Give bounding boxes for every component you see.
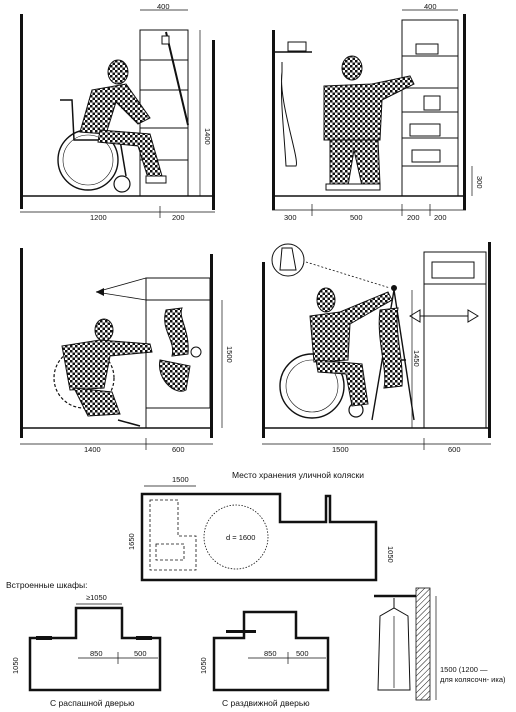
- dim-p2-bottom-d: 200: [434, 213, 447, 222]
- storage-title: Место хранения уличной коляски: [232, 470, 364, 480]
- dim-p2-top: 400: [424, 2, 437, 11]
- storage-left-label: 1650: [127, 533, 136, 550]
- plan-outline: [28, 606, 162, 692]
- dim-p4-height: 1450: [412, 350, 421, 367]
- swing-caption: С распашной дверью: [50, 698, 135, 708]
- panel-standing-wardrobe-reach: 400 300 300 500 200 200: [272, 2, 484, 222]
- cabinet: [145, 277, 211, 409]
- wall-right: [212, 40, 215, 210]
- folded-wheelchair-outline: [149, 499, 197, 571]
- sliding-caption: С раздвижной дверью: [222, 698, 310, 708]
- person-seated-reaching-icon: [309, 287, 393, 407]
- reacher-tool-inset: [271, 243, 305, 277]
- wall-left: [272, 30, 275, 210]
- person-seated-icon: [79, 59, 167, 184]
- panel-wheelchair-reach-with-aid: 1450 1500 600: [262, 242, 491, 454]
- hanger-section: 1500 (1200 — для колясочн- ика): [374, 587, 506, 701]
- sliding-side-label: 1050: [199, 657, 208, 674]
- dim-p2-bottom-c: 200: [407, 213, 420, 222]
- wall-left: [20, 248, 23, 438]
- wall-hatched: [415, 587, 431, 701]
- arrow-right-icon: [467, 309, 479, 323]
- arrow-left-icon: [409, 309, 421, 323]
- shelving-unit: [401, 19, 459, 197]
- builtin-top-label: ≥1050: [86, 593, 107, 602]
- swing-dim-a: 850: [90, 649, 103, 658]
- dim-p2-bottom-b: 500: [350, 213, 363, 222]
- person-standing-icon: [323, 55, 415, 191]
- builtin-title: Встроенные шкафы:: [6, 580, 88, 590]
- wall-left: [262, 262, 265, 438]
- storage-outline: [140, 492, 378, 582]
- person-reaching-icon: [61, 318, 153, 417]
- dim-p1-top: 400: [157, 2, 170, 11]
- shelf-box-icon: [431, 261, 475, 279]
- cabinet-door-open: [165, 31, 189, 126]
- storage-right-label: 1050: [386, 546, 395, 563]
- reacher-tool-icon: [279, 247, 297, 271]
- hanger-label-line1: 1500 (1200 —: [440, 665, 488, 674]
- panel-wheelchair-front-access: 400 1400 1200 200: [20, 2, 215, 222]
- hanging-clothes-icon: [159, 307, 202, 392]
- storage-width-label: 1500: [172, 475, 189, 484]
- wardrobe: [423, 251, 487, 429]
- wall-right: [463, 14, 466, 210]
- dim-p1-height: 1400: [203, 128, 212, 145]
- plan-outline: [212, 610, 330, 692]
- sliding-door-panel: [226, 630, 256, 633]
- coat-hanger-icon: [280, 62, 297, 167]
- sliding-dim-a: 850: [264, 649, 277, 658]
- hanging-garment-icon: [378, 307, 403, 389]
- dim-p3-height: 1500: [225, 346, 234, 363]
- turning-circle: [203, 504, 269, 570]
- arrow-left-icon: [96, 288, 104, 296]
- dim-p2-right: 300: [475, 176, 484, 189]
- reach-range-lines: [95, 277, 147, 301]
- storage-plan: Место хранения уличной коляски 1500 d = …: [127, 470, 395, 582]
- storage-circle-label: d = 1600: [226, 533, 255, 542]
- shoes-icon: [411, 149, 441, 163]
- plan-swing-door: 850 500 1050 С распашной дверью: [11, 606, 162, 708]
- dim-p3-bottom-left: 1400: [84, 445, 101, 454]
- wheelchair-wheel-icon: [279, 353, 345, 419]
- dim-p4-bottom-left: 1500: [332, 445, 349, 454]
- wall-right: [488, 242, 491, 438]
- plan-sliding-door: 850 500 1050 С раздвижной дверью: [199, 610, 330, 708]
- panel-wheelchair-side-reach: 1500 1400 600: [20, 248, 234, 454]
- door-handle-icon: [161, 35, 170, 45]
- shelf-item-icon: [415, 43, 439, 55]
- swing-side-label: 1050: [11, 657, 20, 674]
- dim-p2-bottom-a: 300: [284, 213, 297, 222]
- hanger-label-line2: для колясочн- ика): [440, 675, 506, 684]
- dim-p3-bottom-right: 600: [172, 445, 185, 454]
- dim-p1-bottom-right: 200: [172, 213, 185, 222]
- wall-right: [210, 254, 213, 438]
- wheelchair-caster-icon: [113, 175, 131, 193]
- dim-p4-bottom-right: 600: [448, 445, 461, 454]
- builtin-wardrobes-section: Встроенные шкафы: ≥1050 850 500 1050 С р…: [6, 580, 506, 708]
- swing-dim-b: 500: [134, 649, 147, 658]
- hat-icon: [287, 41, 307, 52]
- dim-p1-bottom-left: 1200: [90, 213, 107, 222]
- sliding-dim-b: 500: [296, 649, 309, 658]
- wall-left: [20, 14, 23, 209]
